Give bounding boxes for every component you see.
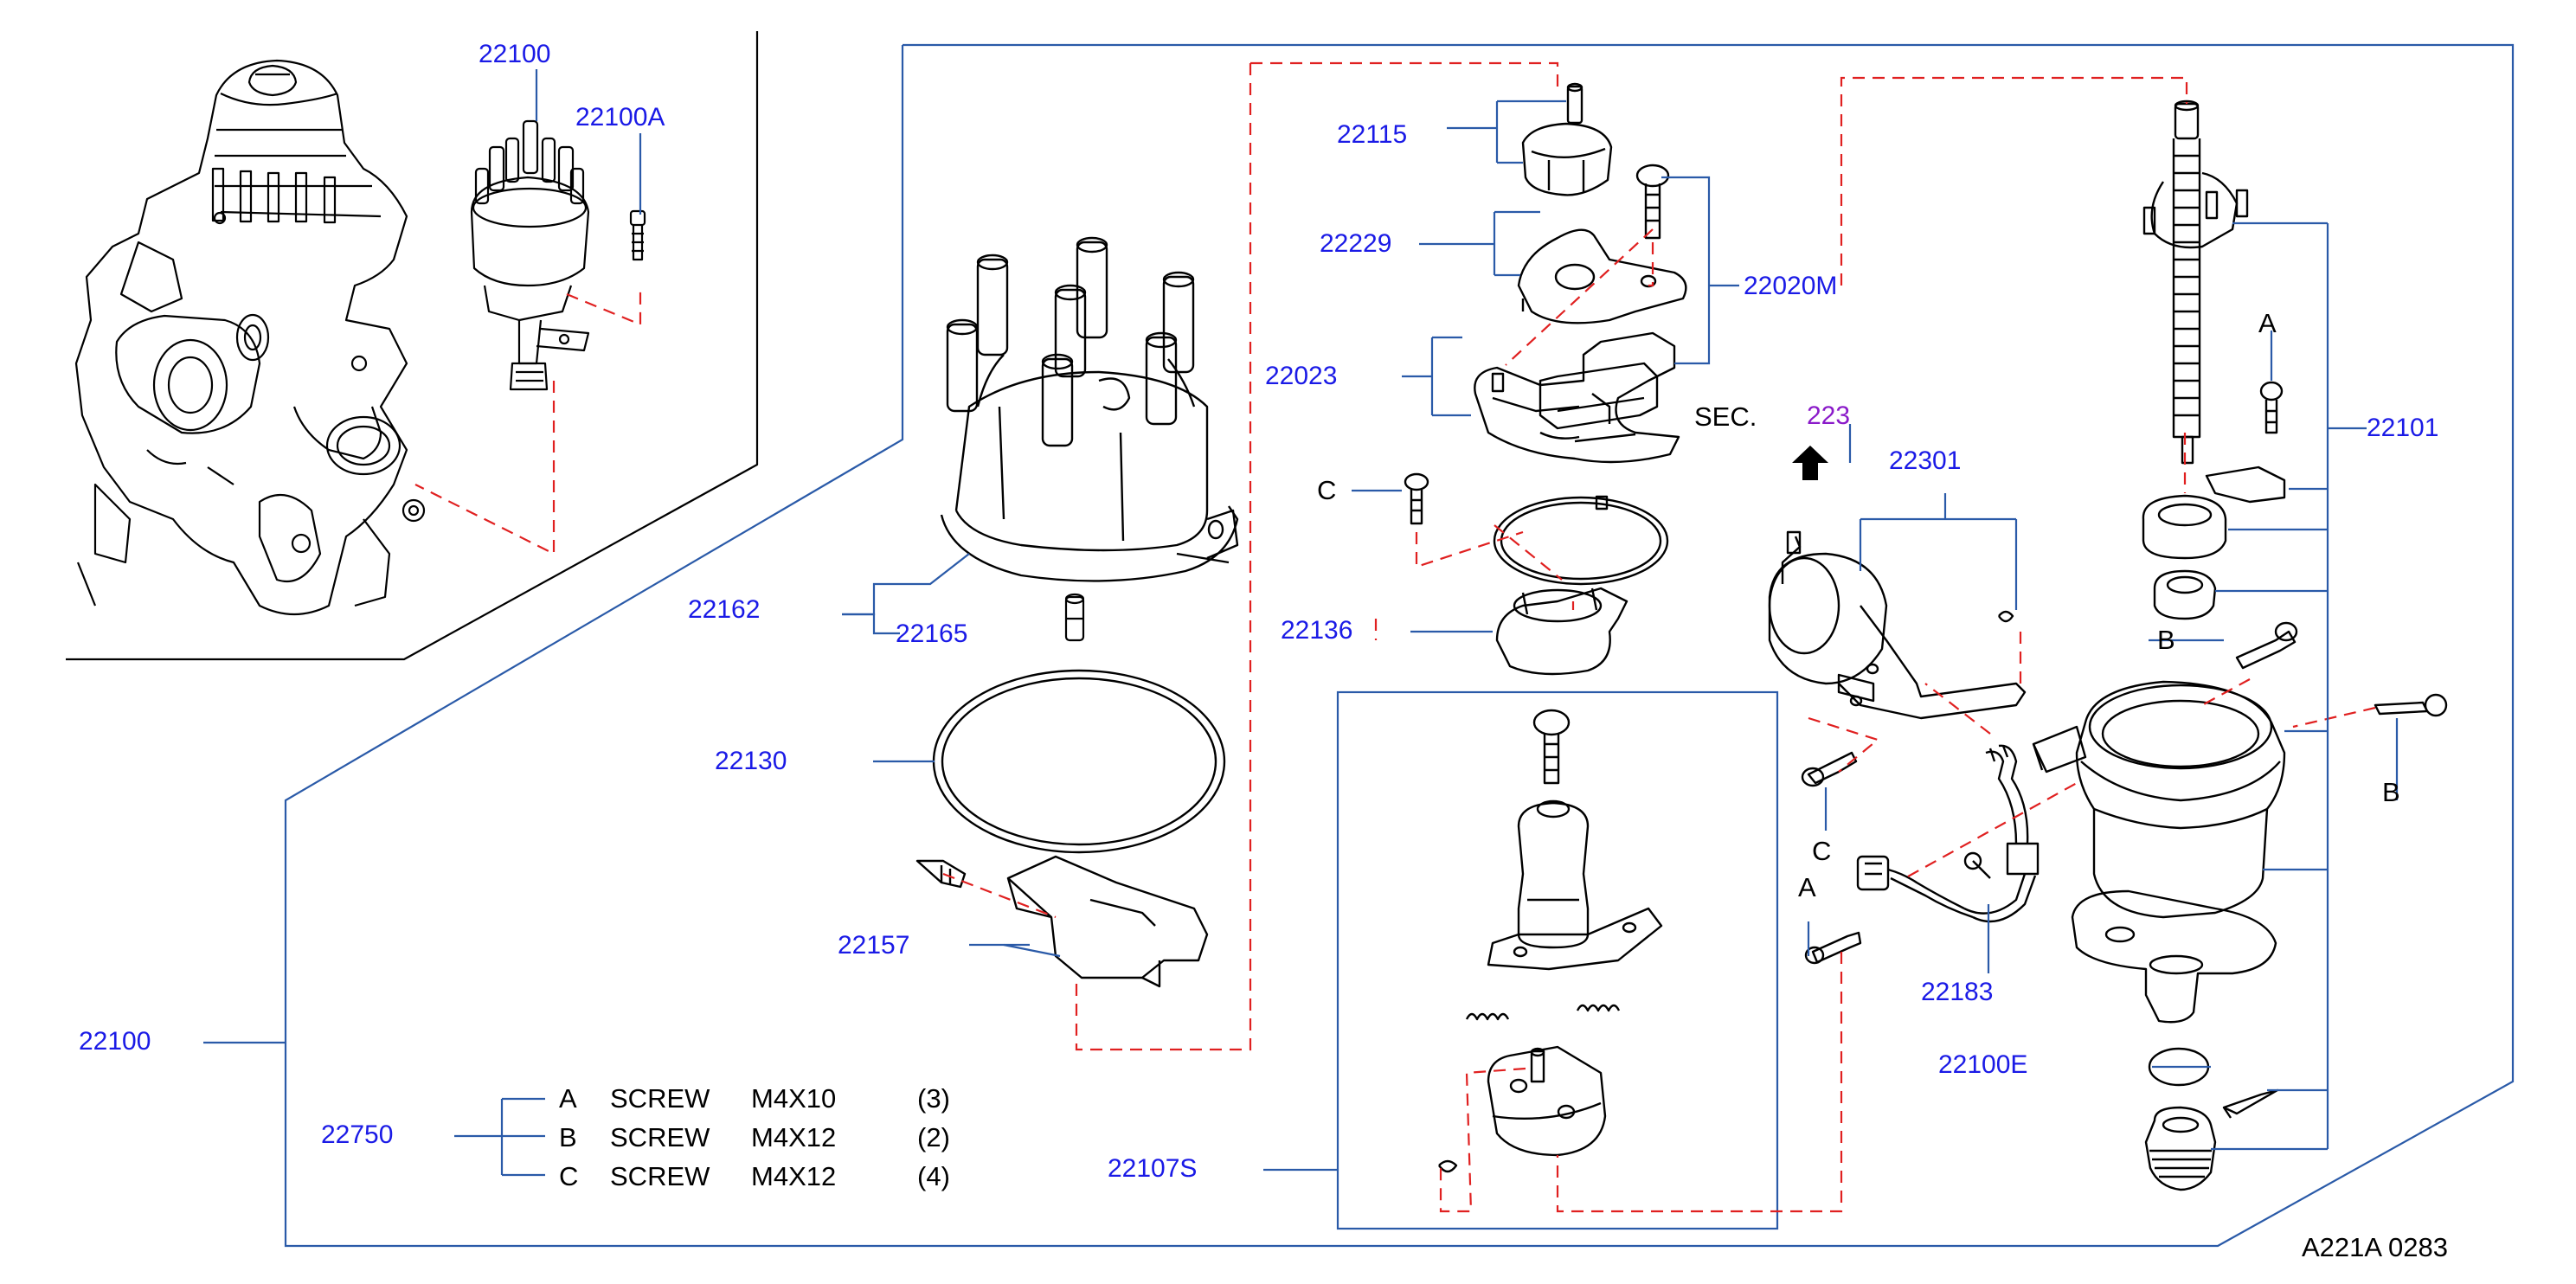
screw-key-letter-b-left: B xyxy=(2157,625,2175,655)
carbon-point-illustration xyxy=(1064,593,1085,642)
leader-lines xyxy=(203,69,2399,1177)
part-number-22183[interactable]: 22183 xyxy=(1921,978,1994,1006)
part-number-22101[interactable]: 22101 xyxy=(2367,414,2439,442)
kit-22107S-illustration xyxy=(1438,709,1663,1173)
screw-key: B xyxy=(559,1122,577,1152)
screw-size: M4X12 xyxy=(751,1122,837,1152)
part-number-22100E[interactable]: 22100E xyxy=(1938,1050,2028,1079)
part-number-22107S[interactable]: 22107S xyxy=(1108,1154,1198,1183)
center-components-illustration xyxy=(1404,82,1687,676)
part-number-22136[interactable]: 22136 xyxy=(1281,616,1353,645)
engine-block-illustration xyxy=(66,31,759,661)
screw-key-letter-c-bottom: C xyxy=(1812,836,1832,866)
distributor-housing-illustration xyxy=(2032,100,2448,1191)
part-number-22157[interactable]: 22157 xyxy=(838,931,910,960)
screw-type: SCREW xyxy=(610,1122,710,1152)
wire-harness-illustration xyxy=(1804,744,2040,965)
gasket-ring-illustration xyxy=(932,669,1226,854)
screw-key-letter-b-right: B xyxy=(2382,777,2400,807)
part-number-22100A[interactable]: 22100A xyxy=(575,103,665,132)
screw-type: SCREW xyxy=(610,1083,710,1114)
vacuum-controller-illustration xyxy=(1768,530,2027,787)
screw-key-letter-c-top: C xyxy=(1317,475,1337,505)
screw-key-letter-a-top: A xyxy=(2258,308,2277,338)
kit-22107S-frame xyxy=(1336,690,1779,1230)
part-number-22100-inset[interactable]: 22100 xyxy=(479,40,551,68)
part-number-22229[interactable]: 22229 xyxy=(1320,229,1392,258)
section-ref-number[interactable]: 223 xyxy=(1807,401,1851,430)
part-number-22130[interactable]: 22130 xyxy=(715,747,787,775)
part-number-22162[interactable]: 22162 xyxy=(688,595,761,624)
screw-type: SCREW xyxy=(610,1161,710,1191)
screw-qty: (2) xyxy=(917,1122,950,1152)
dashed-assembly-lines xyxy=(414,61,2376,1213)
part-number-22100-main[interactable]: 22100 xyxy=(79,1027,151,1056)
part-number-22165[interactable]: 22165 xyxy=(896,620,968,648)
screw-qty: (3) xyxy=(917,1083,950,1114)
assembly-frame xyxy=(284,43,2515,1248)
screw-size: M4X12 xyxy=(751,1161,837,1191)
section-ref-label: SEC. xyxy=(1694,401,1757,432)
part-number-22301[interactable]: 22301 xyxy=(1889,446,1962,475)
distributor-cap-illustration xyxy=(940,236,1239,582)
screw-key: A xyxy=(559,1083,577,1114)
part-number-22750[interactable]: 22750 xyxy=(321,1120,394,1149)
part-number-22023[interactable]: 22023 xyxy=(1265,362,1338,390)
screw-size: M4X10 xyxy=(751,1083,837,1114)
inset-distributor-illustration xyxy=(470,119,646,391)
screw-key: C xyxy=(559,1161,579,1191)
part-number-22020M[interactable]: 22020M xyxy=(1744,272,1838,300)
screw-qty: (4) xyxy=(917,1161,950,1191)
part-number-22115[interactable]: 22115 xyxy=(1337,120,1408,149)
diagram-code: A221A 0283 xyxy=(2302,1232,2448,1262)
section-arrow-icon xyxy=(1792,446,1828,480)
rotor-illustration xyxy=(915,855,1209,988)
screw-key-letter-a-bottom: A xyxy=(1798,872,1816,902)
